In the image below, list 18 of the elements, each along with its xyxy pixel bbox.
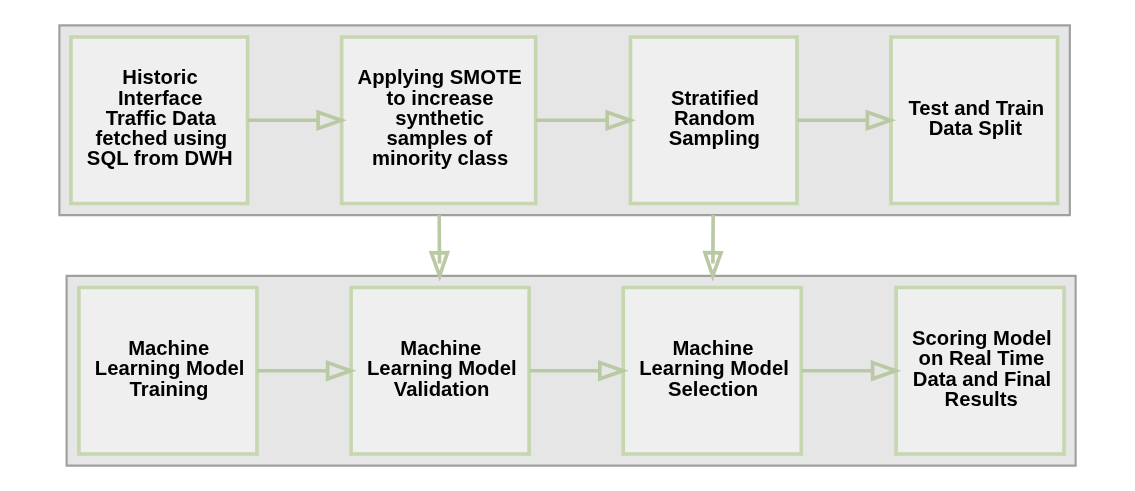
node-box: Scoring Model on Real Time Data and Final Results [894, 285, 1066, 456]
node-box: Test and Train Data Split [889, 35, 1060, 206]
arrow [702, 215, 724, 282]
node-box: Applying SMOTE to increase synthetic samples of minority class [339, 35, 538, 206]
node-box: Stratified Random Sampling [628, 35, 799, 206]
arrow [257, 360, 357, 382]
cluster [65, 274, 1077, 467]
arrow [535, 109, 636, 131]
arrow [428, 215, 450, 282]
arrow [247, 109, 347, 131]
arrow [797, 109, 897, 131]
node-box: Historic Interface Traffic Data fetched using SQL from DWH [69, 35, 250, 206]
node-box: Machine Learning Model Selection [621, 285, 804, 456]
arrow [529, 360, 629, 382]
cluster [58, 24, 1071, 217]
arrow [801, 360, 902, 382]
node-box: Machine Learning Model Validation [349, 285, 531, 456]
node-box: Machine Learning Model Training [77, 285, 259, 456]
